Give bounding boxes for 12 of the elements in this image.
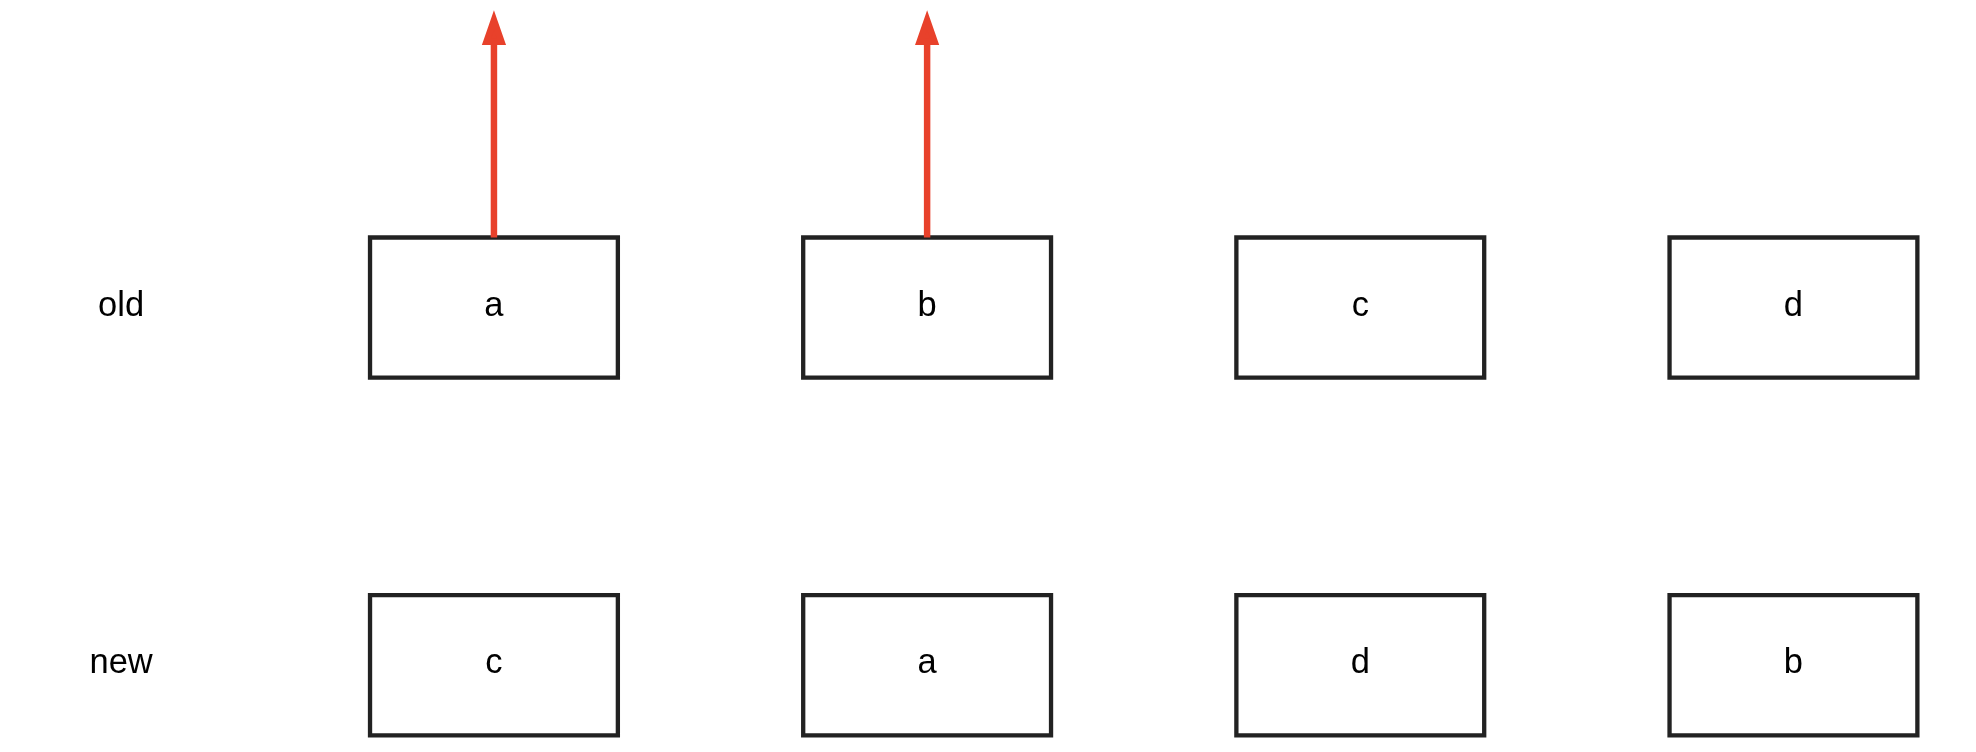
node-box: a [367,235,620,380]
node-box: b [1667,593,1920,738]
node-box: c [1234,235,1487,380]
node-box: a [801,593,1054,738]
arrow [481,10,507,238]
node-box: d [1667,235,1920,380]
node-box: d [1234,593,1487,738]
label: old [98,284,145,323]
node-box: b [801,235,1054,380]
node-box: c [367,593,620,738]
arrow [915,10,940,238]
label: new [89,642,153,681]
